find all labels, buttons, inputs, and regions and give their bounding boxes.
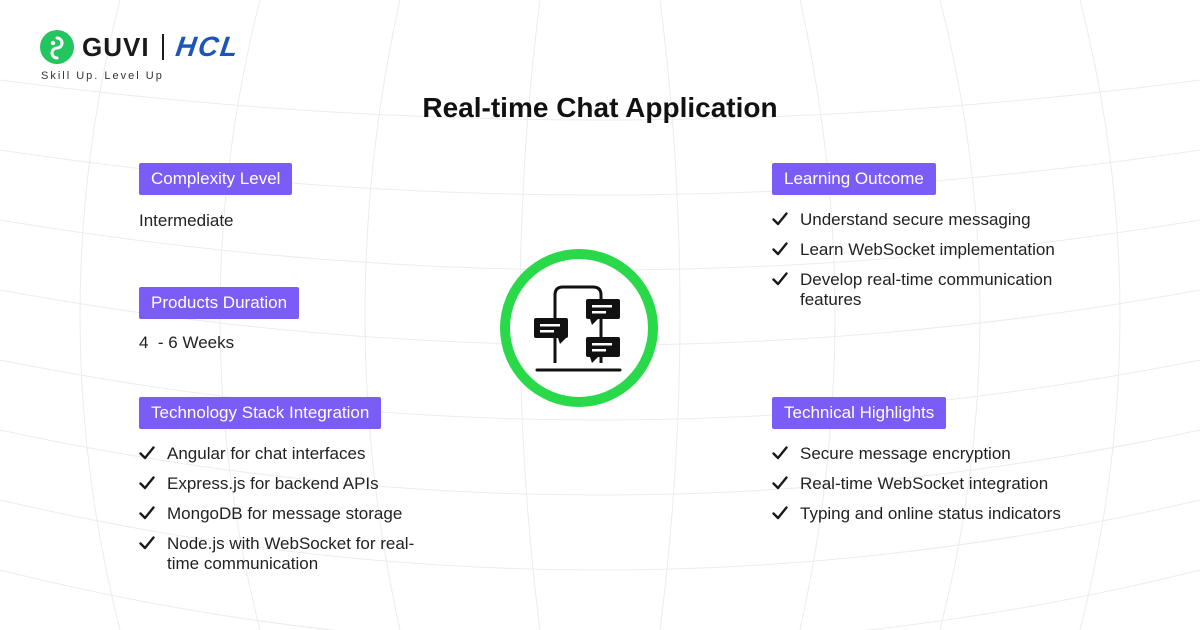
learning-outcome-pill: Learning Outcome [772,163,936,195]
list-item-text: Secure message encryption [800,444,1011,463]
list-item-text: MongoDB for message storage [167,504,403,523]
products-duration-pill: Products Duration [139,287,300,319]
technology-stack-list: Angular for chat interfaces Express.js f… [139,444,439,584]
check-icon [772,444,800,464]
technical-highlights-list: Secure message encryption Real-time WebS… [772,444,1112,534]
chat-phone-icon [500,249,658,407]
list-item: Understand secure messaging [772,210,1092,230]
products-duration-value: 4 - 6 Weeks [139,333,235,352]
list-item-text: Develop real-time communication features [800,270,1053,309]
list-item-text: Angular for chat interfaces [167,444,366,463]
list-item-text: Real-time WebSocket integration [800,474,1049,493]
list-item-text: Express.js for backend APIs [167,474,379,493]
list-item: Develop real-time communication features [772,270,1092,310]
list-item-text: Learn WebSocket implementation [800,240,1055,259]
complexity-level-value: Intermediate [139,211,234,230]
check-icon [139,474,167,494]
check-icon [139,444,167,464]
list-item: Learn WebSocket implementation [772,240,1092,260]
list-item: Secure message encryption [772,444,1112,464]
technical-highlights-pill: Technical Highlights [772,397,947,429]
brand-logo: GUVI HCL Skill Up. Level Up [40,30,242,82]
list-item: Angular for chat interfaces [139,444,439,464]
guvi-wordmark: GUVI [82,31,150,62]
list-item-text: Understand secure messaging [800,210,1031,229]
list-item: Node.js with WebSocket for real-time com… [139,534,439,574]
logo-divider [161,34,164,60]
list-item-text: Node.js with WebSocket for real-time com… [167,534,415,573]
check-icon [772,474,800,494]
list-item: MongoDB for message storage [139,504,439,524]
guvi-logo-icon [40,30,74,64]
check-icon [139,504,167,524]
logo-tagline: Skill Up. Level Up [41,70,164,82]
check-icon [772,210,800,230]
check-icon [772,270,800,310]
check-icon [139,534,167,574]
complexity-level-pill: Complexity Level [139,163,293,195]
list-item-text: Typing and online status indicators [800,504,1061,523]
learning-outcome-list: Understand secure messaging Learn WebSoc… [772,210,1092,320]
list-item: Typing and online status indicators [772,504,1112,524]
check-icon [772,504,800,524]
page-title: Real-time Chat Application [422,92,778,123]
technology-stack-pill: Technology Stack Integration [139,397,382,429]
list-item: Express.js for backend APIs [139,474,439,494]
list-item: Real-time WebSocket integration [772,474,1112,494]
check-icon [772,240,800,260]
hcl-wordmark: HCL [173,31,242,62]
